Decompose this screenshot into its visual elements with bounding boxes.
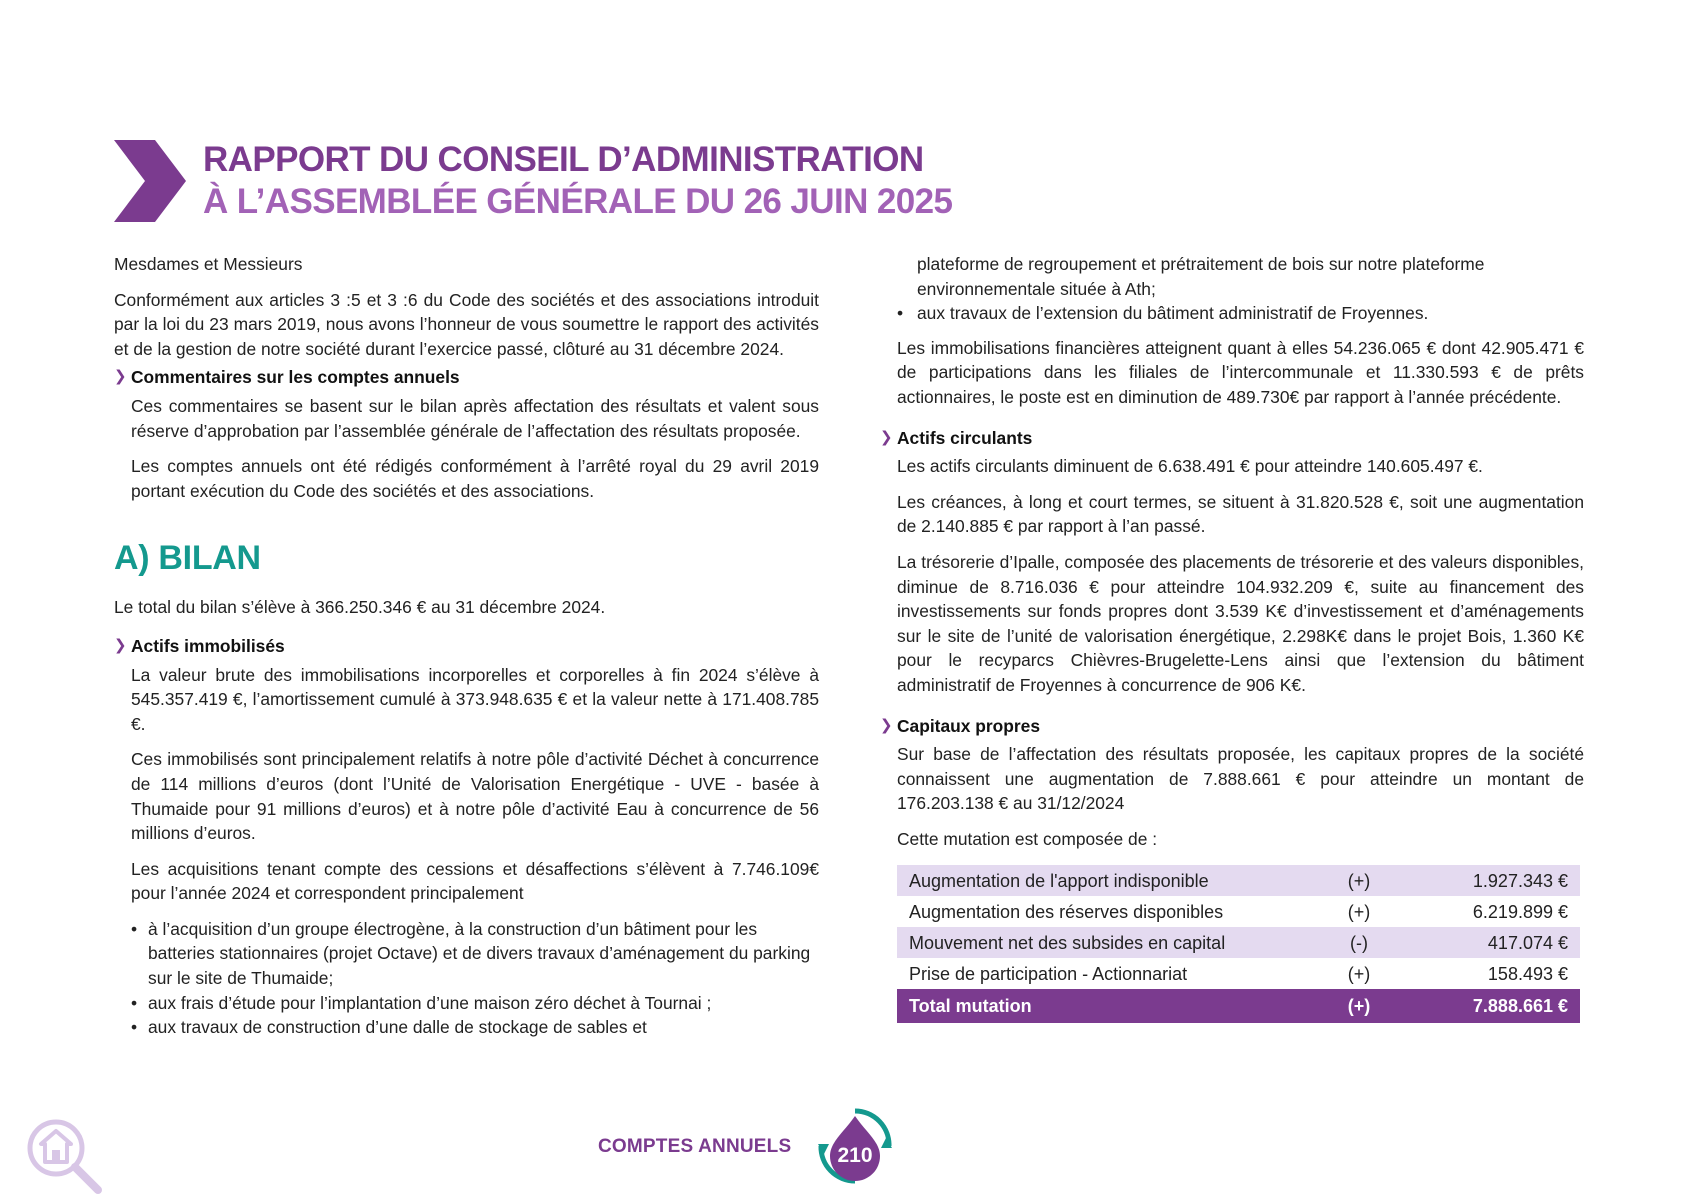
subheading-label: Commentaires sur les comptes annuels	[131, 367, 460, 388]
table-row: Augmentation des réserves disponibles (+…	[897, 896, 1580, 927]
table-cell-label: Augmentation des réserves disponibles	[909, 901, 1224, 922]
actifs-paragraph-2: Ces immobilisés sont principalement rela…	[131, 749, 819, 844]
table-row: Prise de participation - Actionnariat (+…	[897, 958, 1580, 989]
page-title: RAPPORT DU CONSEIL D’ADMINISTRATION À L’…	[114, 140, 1014, 224]
list-item-text: à l’acquisition d’un groupe électrogène,…	[148, 918, 811, 989]
list-item-text: aux travaux de l’extension du bâtiment a…	[917, 303, 1429, 324]
subheading-capitaux-propres: ❯ Capitaux propres	[880, 714, 1584, 739]
capitaux-paragraph-1: Sur base de l’affectation des résultats …	[897, 744, 1584, 814]
table-cell-label: Augmentation de l'apport indisponible	[897, 865, 1322, 897]
acquisitions-list-continued: plateforme de regroupement et prétraitem…	[897, 252, 1584, 326]
commentaires-paragraph-2: Les comptes annuels ont été rédigés conf…	[131, 456, 819, 501]
left-column: Mesdames et Messieurs Conformément aux a…	[114, 252, 819, 1040]
page-number: 210	[837, 1144, 872, 1167]
table-cell-amount: 1.927.343 €	[1396, 865, 1580, 897]
list-item-continued: plateforme de regroupement et prétraitem…	[897, 252, 1584, 301]
list-item: •aux travaux de l’extension du bâtiment …	[897, 303, 1429, 324]
greeting: Mesdames et Messieurs	[114, 254, 303, 274]
table-cell-label: Total mutation	[897, 989, 1322, 1024]
table-total-row: Total mutation (+) 7.888.661 €	[897, 989, 1580, 1024]
subheading-label: Actifs circulants	[897, 427, 1033, 448]
chevron-small-icon: ❯	[114, 636, 127, 654]
footer-section-label: COMPTES ANNUELS	[598, 1136, 792, 1157]
subheading-commentaires: ❯ Commentaires sur les comptes annuels	[114, 365, 819, 390]
chevron-small-icon: ❯	[114, 368, 127, 386]
table-row: Mouvement net des subsides en capital (-…	[897, 927, 1580, 959]
chevron-right-icon	[114, 140, 186, 222]
table-cell-amount: 417.074 €	[1396, 927, 1580, 959]
title-line-1: RAPPORT DU CONSEIL D’ADMINISTRATION	[203, 140, 924, 179]
table-cell-sign: (-)	[1322, 927, 1396, 959]
table-cell-label: Prise de participation - Actionnariat	[909, 963, 1188, 984]
subheading-label: Actifs immobilisés	[131, 635, 285, 656]
mutation-table: Augmentation de l'apport indisponible (+…	[897, 865, 1580, 1024]
subheading-actifs-immobilises: ❯ Actifs immobilisés	[114, 634, 819, 659]
list-item: •à l’acquisition d’un groupe électrogène…	[131, 918, 811, 989]
table-cell-sign: (+)	[1347, 963, 1371, 984]
subheading-label: Capitaux propres	[897, 715, 1041, 736]
table-row: Augmentation de l'apport indisponible (+…	[897, 865, 1580, 897]
list-item: •aux frais d’étude pour l’implantation d…	[131, 992, 712, 1013]
table-cell-sign: (+)	[1347, 901, 1371, 922]
list-item: •aux travaux de construction d’une dalle…	[131, 1017, 647, 1038]
intro-paragraph: Conformément aux articles 3 :5 et 3 :6 d…	[114, 289, 819, 359]
page-number-badge: 210	[818, 1108, 892, 1184]
table-cell-amount: 158.493 €	[1487, 963, 1568, 984]
bilan-total: Le total du bilan s’élève à 366.250.346 …	[114, 597, 606, 618]
circulants-paragraph-3: La trésorerie d’Ipalle, composée des pla…	[897, 551, 1584, 695]
list-item-text: aux frais d’étude pour l’implantation d’…	[148, 992, 712, 1013]
list-item-text: plateforme de regroupement et prétraitem…	[917, 254, 1485, 299]
chevron-small-icon: ❯	[880, 716, 893, 734]
immobilisations-financieres-paragraph: Les immobilisations financières atteigne…	[897, 337, 1584, 407]
actifs-paragraph-1: La valeur brute des immobilisations inco…	[131, 664, 819, 734]
table-cell-sign: (+)	[1322, 989, 1396, 1024]
circulants-paragraph-2: Les créances, à long et court termes, se…	[897, 491, 1584, 537]
table-cell-amount: 7.888.661 €	[1396, 989, 1580, 1024]
right-column: plateforme de regroupement et prétraitem…	[880, 252, 1584, 1024]
list-item-text: aux travaux de construction d’une dalle …	[148, 1017, 647, 1038]
actifs-paragraph-3: Les acquisitions tenant compte des cessi…	[131, 858, 819, 904]
acquisitions-list: •à l’acquisition d’un groupe électrogène…	[114, 917, 819, 1040]
subheading-actifs-circulants: ❯ Actifs circulants	[880, 426, 1584, 451]
chevron-small-icon: ❯	[880, 428, 893, 446]
table-cell-label: Mouvement net des subsides en capital	[897, 927, 1322, 959]
section-heading-bilan: A) BILAN	[114, 539, 261, 578]
capitaux-paragraph-2: Cette mutation est composée de :	[897, 828, 1158, 849]
home-search-icon[interactable]	[26, 1118, 102, 1194]
title-line-2: À L’ASSEMBLÉE GÉNÉRALE DU 26 JUIN 2025	[203, 182, 953, 221]
table-cell-sign: (+)	[1322, 865, 1396, 897]
commentaires-paragraph-1: Ces commentaires se basent sur le bilan …	[131, 395, 819, 441]
circulants-paragraph-1: Les actifs circulants diminuent de 6.638…	[897, 456, 1483, 477]
table-cell-amount: 6.219.899 €	[1472, 901, 1568, 922]
